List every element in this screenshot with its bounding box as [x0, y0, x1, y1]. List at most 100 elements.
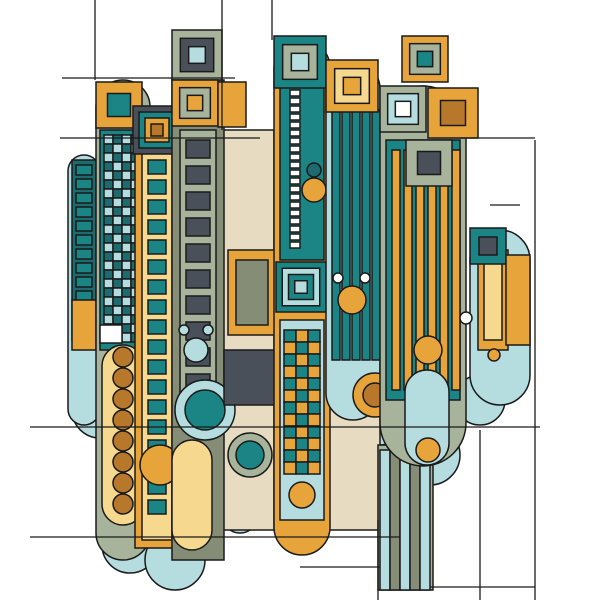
top-square-d — [187, 45, 207, 65]
column-b-medallion — [112, 388, 134, 410]
column-e-tile — [289, 145, 301, 153]
mosaic-tile — [121, 170, 132, 181]
mosaic-tile — [112, 314, 123, 325]
top-square-c — [150, 123, 164, 137]
glass-dot — [306, 162, 322, 178]
column-c-tile — [147, 299, 167, 315]
mosaic-tile — [283, 329, 297, 343]
mosaic-tile — [295, 329, 309, 343]
mosaic-tile — [283, 377, 297, 391]
column-d-tile — [185, 217, 211, 237]
mosaic-tile — [103, 305, 114, 316]
column-f-stripe — [331, 109, 341, 361]
column-h-inner — [483, 259, 503, 341]
column-c-tile — [147, 179, 167, 195]
top-square-g2 — [439, 99, 467, 127]
middle-square-e — [294, 280, 308, 294]
stripe — [379, 449, 391, 591]
mosaic-tile — [307, 341, 321, 355]
mosaic-tile — [112, 206, 123, 217]
mosaic-tile — [112, 251, 123, 262]
column-e-tile — [289, 209, 301, 217]
column-g-medallion — [415, 437, 441, 463]
column-c-tile — [147, 339, 167, 355]
glass-dot — [487, 348, 501, 362]
column-c-tile — [147, 379, 167, 395]
side-panel-inner — [235, 259, 269, 326]
column-c-tile — [147, 359, 167, 375]
mosaic-tile — [103, 188, 114, 199]
column-a-tile — [75, 248, 93, 260]
mosaic-tile — [307, 461, 321, 475]
top-square-g — [394, 100, 412, 118]
top-square-e — [290, 52, 310, 72]
mosaic-tile — [283, 461, 297, 475]
column-e-tile — [289, 153, 301, 161]
column-d-side — [217, 81, 247, 128]
column-e-medallion — [288, 481, 316, 509]
mosaic-tile — [112, 134, 123, 145]
column-d-lower — [171, 439, 213, 551]
mosaic-tile — [283, 425, 297, 439]
mosaic-tile — [103, 242, 114, 253]
column-f-stripe — [361, 109, 371, 361]
mosaic-tile — [121, 206, 132, 217]
column-h-side — [505, 254, 531, 346]
mosaic-tile — [112, 188, 123, 199]
top-square-f — [342, 76, 362, 96]
column-f-stripe — [341, 109, 351, 361]
mosaic-tile — [283, 341, 297, 355]
column-c-tile — [147, 239, 167, 255]
column-e-tile — [289, 129, 301, 137]
column-f-medallion — [337, 285, 367, 315]
column-e-tile — [289, 97, 301, 105]
mosaic-tile — [121, 188, 132, 199]
column-g-lower — [404, 369, 450, 466]
mosaic-tile — [121, 143, 132, 154]
mosaic-tile — [121, 215, 132, 226]
mosaic-tile — [103, 233, 114, 244]
top-square-b — [106, 92, 132, 118]
column-g-medallion — [413, 335, 443, 365]
mosaic-tile — [121, 179, 132, 190]
mosaic-tile — [103, 143, 114, 154]
mosaic-tile — [283, 389, 297, 403]
mosaic-tile — [295, 353, 309, 367]
mosaic-tile — [121, 224, 132, 235]
column-a-tile — [75, 206, 93, 218]
mosaic-tile — [103, 269, 114, 280]
top-square-g3 — [416, 50, 434, 68]
column-e-tile — [289, 193, 301, 201]
top-square-d2 — [186, 94, 204, 112]
column-e-tile — [289, 201, 301, 209]
mosaic-tile — [112, 170, 123, 181]
column-g-stripe — [451, 149, 461, 391]
glass-dot — [301, 177, 327, 203]
column-f-stripe — [371, 109, 381, 361]
mosaic-tile — [103, 287, 114, 298]
column-e-tile — [289, 89, 301, 97]
mosaic-tile — [112, 260, 123, 271]
mosaic-tile — [121, 323, 132, 334]
column-a-tile — [75, 262, 93, 274]
mosaic-tile — [307, 413, 321, 427]
mosaic-tile — [283, 365, 297, 379]
mosaic-tile — [112, 224, 123, 235]
mosaic-tile — [121, 332, 132, 343]
arch — [184, 389, 226, 431]
column-c-tile — [147, 279, 167, 295]
mosaic-tile — [283, 413, 297, 427]
mosaic-tile — [283, 401, 297, 415]
column-c-tile — [147, 219, 167, 235]
mosaic-tile — [295, 461, 309, 475]
column-c-tile — [147, 399, 167, 415]
mosaic-tile — [307, 389, 321, 403]
column-a-tile — [75, 164, 93, 176]
mosaic-tile — [121, 251, 132, 262]
mosaic-tile — [103, 251, 114, 262]
mosaic-tile — [283, 353, 297, 367]
mosaic-tile — [283, 437, 297, 451]
mosaic-tile — [121, 314, 132, 325]
column-a-tile — [71, 299, 97, 351]
